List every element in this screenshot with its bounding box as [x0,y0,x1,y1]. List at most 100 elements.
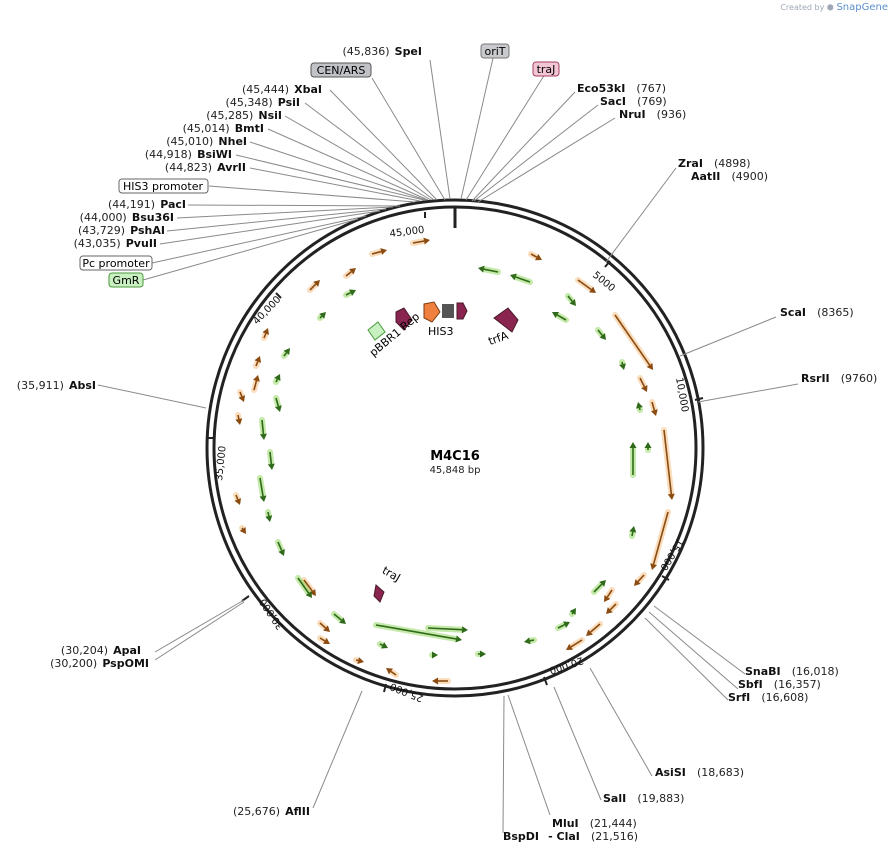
orf-arrow-shaft [577,279,592,291]
leader-line [154,601,245,661]
orf-arrow-head [634,579,641,586]
leader-line [371,77,446,201]
orf-arrow-head [563,621,570,628]
feature-box-label: GmR [113,274,140,287]
orf-arrow-head [283,348,290,355]
orf-arrow-head [253,375,260,382]
orf-arrow-shaft [412,240,425,244]
orf-arrow-shaft [297,577,310,594]
orf-arrow-shaft [638,407,641,411]
tick-label-20000: 20,000 [548,654,585,675]
orf-arrow-head [319,312,326,319]
orf-arrow-head [461,626,468,634]
orf-arrow-head [265,515,273,522]
orf-arrow-head [535,254,542,261]
leader-line [267,128,429,201]
gmr-arrow [395,307,413,331]
site-label: BspDI - ClaI (21,516) [503,825,638,844]
map-title: M4C16 [430,449,480,464]
orf-arrow-head [552,311,559,319]
site-label: (45,836) SpeI [342,40,422,59]
leader-line [329,89,438,201]
orf-arrow-head [650,563,657,570]
orf-arrow-shaft [557,623,565,629]
orf-arrow-head [381,642,388,649]
orf-arrow-head [238,395,246,402]
traj-small-arrow [456,302,468,320]
orf-arrow-head [339,617,346,624]
leader-line [697,383,799,403]
orf-arrow-head [357,657,364,664]
leader-line [471,91,576,202]
orf-arrow-head [586,629,593,636]
orf-arrow-shaft [275,379,279,383]
orf-arrow-shaft [371,250,382,255]
leader-line [507,694,551,816]
site-label: (44,000) Bsu36I [80,206,174,225]
site-label: SalI (19,883) [603,787,684,806]
orf-arrow-shaft [590,623,601,633]
site-label: (35,911) AbsI [17,374,96,393]
leader-line [589,667,653,777]
orf-arrow-shaft [570,639,583,648]
site-label: MluI (21,444) [552,812,637,831]
orf-arrow-shaft [269,451,273,465]
orf-arrow-head [629,526,637,533]
site-label: (44,918) BsiWI [145,143,232,162]
leader-line [159,210,381,245]
site-label: (30,204) ApaI [61,639,141,658]
leader-line [154,599,245,653]
orf-arrow-shaft [355,659,359,662]
orf-arrow-shaft [651,401,656,411]
feature-box-traj: traJ [532,61,560,77]
site-label: (43,035) PvuII [74,232,157,251]
leader-line [208,185,416,203]
site-label: Eco53kI (767) [577,77,666,96]
orf-arrow-head [278,549,285,556]
leader-line [465,73,546,201]
orf-arrow-head [589,286,596,293]
orf-arrow-head [259,495,267,502]
orf-arrow-shaft [261,419,265,435]
site-label: (30,200) PspOMI [50,652,149,671]
orf-arrow-shaft [319,637,326,642]
leader-line [605,167,677,263]
leader-line [644,617,729,701]
tick-mark [661,575,670,581]
leader-line [249,167,421,202]
site-label: AsiSI (18,683) [655,761,744,780]
feature-box-bg [532,61,560,77]
orf-arrow-shaft [277,541,283,551]
leader-line [142,218,359,281]
leader-line [429,59,451,200]
orf-arrow-head [524,637,531,645]
orf-arrow-head [323,637,330,644]
orf-arrow-head [599,580,606,587]
orf-arrow-head [455,635,462,643]
feature-box-orit: oriT [480,43,510,59]
site-label: SrfI (16,608) [728,686,808,705]
traj-arrow [373,584,385,603]
restriction-sites: (45,836) SpeI (45,444) XbaI (45,348) Psi… [17,40,878,844]
orf-arrow-shaft [571,612,574,615]
orf-arrow-shaft [530,253,538,258]
orf-arrow-head [423,237,430,245]
watermark-prefix: Created by [780,3,825,12]
orf-arrow-shaft [515,276,531,283]
orf-arrow-shaft [606,589,613,598]
orf-arrow-shaft [235,494,239,500]
orf-arrow-shaft [267,511,270,517]
orf-arrow-shaft [614,314,651,366]
feature-box-bg [310,62,372,78]
site-label: (25,676) AflII [233,800,310,819]
orf-arrow-head [267,463,275,470]
map-length: 45,848 bp [430,465,481,476]
orf-arrow-head [566,643,573,650]
orf-arrow-shaft [621,361,624,365]
watermark: Created by ⬢ SnapGene [780,2,888,13]
orf-arrow-shaft [259,477,264,497]
orf-arrow-shaft [241,527,244,530]
feature-box-bg [108,272,144,288]
feature-box-bg [118,178,209,194]
